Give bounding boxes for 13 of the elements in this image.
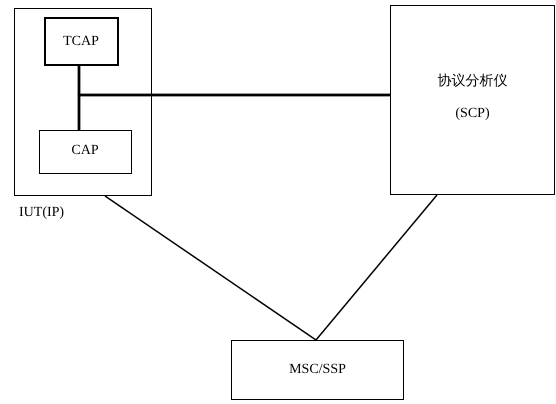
box-label: MSC/SSP [288, 362, 347, 378]
connector-line [315, 194, 438, 340]
switch-box [231, 340, 404, 400]
analyzer-name: 协议分析仪 [436, 74, 508, 90]
analyzer-box [390, 5, 555, 195]
box-label: TCAP [62, 34, 100, 50]
device-label: IUT(IP) [19, 205, 64, 221]
layer-box [38, 130, 132, 174]
connector-line [78, 94, 390, 130]
layer-box [44, 16, 118, 66]
box-label: CAP [70, 143, 100, 159]
connector-line [104, 195, 316, 341]
analyzer-code: (SCP) [454, 106, 491, 122]
